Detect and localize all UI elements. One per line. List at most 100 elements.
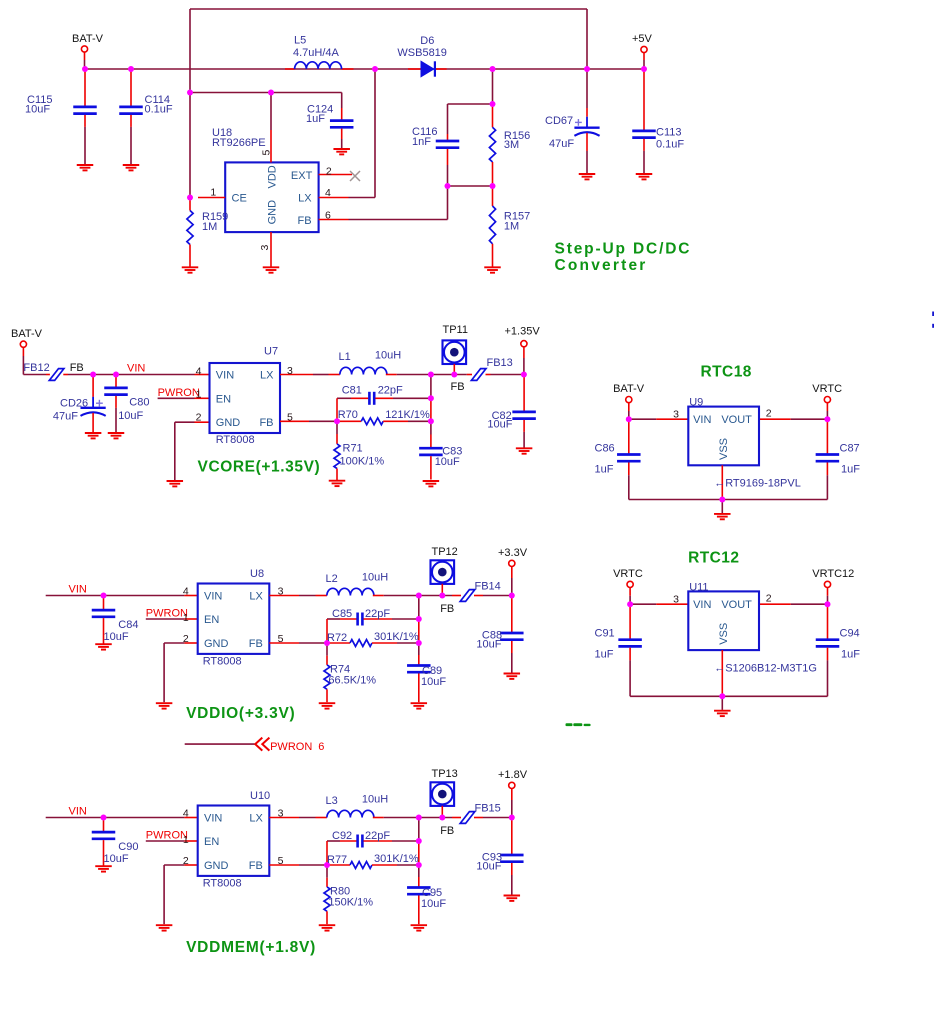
svg-text:C91: C91: [595, 627, 615, 639]
svg-text:1uF: 1uF: [841, 464, 860, 476]
svg-text:1uF: 1uF: [841, 648, 860, 660]
svg-text:FB13: FB13: [487, 357, 513, 369]
svg-text:C90: C90: [118, 841, 138, 853]
svg-text:+5V: +5V: [632, 33, 653, 45]
svg-text:FB: FB: [451, 381, 465, 393]
svg-text:U8: U8: [250, 568, 264, 580]
svg-text:C80: C80: [129, 397, 149, 409]
svg-text:10uF: 10uF: [487, 419, 512, 431]
svg-text:R72: R72: [327, 632, 347, 644]
svg-text:10uH: 10uH: [362, 572, 388, 584]
svg-text:VOUT: VOUT: [721, 414, 752, 426]
svg-text:GND: GND: [216, 417, 241, 429]
svg-text:100K/1%: 100K/1%: [340, 456, 385, 468]
svg-text:CD26: CD26: [60, 398, 88, 410]
svg-text:+1.8V: +1.8V: [498, 769, 528, 781]
svg-text:22pF: 22pF: [378, 385, 403, 397]
svg-text:2: 2: [183, 633, 189, 645]
svg-text:FB12: FB12: [23, 362, 49, 374]
svg-text:VRTC: VRTC: [812, 383, 842, 395]
svg-text:←RT9169-18PVL: ←RT9169-18PVL: [714, 478, 801, 490]
svg-text:1: 1: [210, 187, 216, 199]
svg-text:C95: C95: [422, 887, 442, 899]
svg-text:3: 3: [278, 807, 284, 819]
svg-text:1uF: 1uF: [306, 113, 325, 125]
svg-text:RT8008: RT8008: [216, 434, 255, 446]
svg-text:FB14: FB14: [475, 581, 501, 593]
svg-text:VCORE(+1.35V): VCORE(+1.35V): [198, 459, 321, 476]
svg-text:3: 3: [673, 409, 679, 421]
svg-text:TP11: TP11: [443, 324, 468, 336]
svg-text:←S1206B12-M3T1G: ←S1206B12-M3T1G: [714, 662, 817, 674]
svg-text:RT8008: RT8008: [203, 877, 242, 889]
svg-text:L5: L5: [294, 35, 306, 47]
svg-text:TP13: TP13: [432, 768, 458, 780]
svg-text:R156: R156: [504, 130, 530, 142]
svg-text:3: 3: [278, 585, 284, 597]
svg-text:VOUT: VOUT: [721, 599, 752, 611]
svg-text:FB: FB: [259, 417, 273, 429]
svg-text:6: 6: [318, 741, 324, 753]
svg-text:10uF: 10uF: [25, 103, 50, 115]
svg-text:5: 5: [287, 411, 293, 423]
svg-text:VIN: VIN: [127, 363, 145, 375]
svg-text:VIN: VIN: [204, 812, 222, 824]
svg-text:EN: EN: [204, 614, 219, 626]
svg-text:RTC12: RTC12: [688, 549, 739, 566]
svg-text:3: 3: [673, 593, 679, 605]
svg-text:1uF: 1uF: [595, 464, 614, 476]
svg-text:+1.35V: +1.35V: [505, 325, 541, 337]
svg-text:BAT-V: BAT-V: [72, 33, 104, 45]
svg-text:FB15: FB15: [475, 803, 501, 815]
svg-text:FB: FB: [70, 362, 84, 374]
svg-text:C89: C89: [422, 665, 442, 677]
svg-text:3M: 3M: [504, 139, 519, 151]
svg-text:GND: GND: [204, 638, 229, 650]
svg-text:121K/1%: 121K/1%: [385, 409, 430, 421]
svg-text:6: 6: [325, 210, 331, 222]
svg-text:Step-Up DC/DC: Step-Up DC/DC: [555, 240, 692, 257]
svg-text:C85: C85: [332, 608, 352, 620]
svg-text:R77: R77: [327, 854, 347, 866]
svg-text:VRTC: VRTC: [613, 568, 643, 580]
svg-text:GND: GND: [266, 200, 278, 225]
svg-text:R159: R159: [202, 211, 228, 223]
svg-text:1: 1: [196, 388, 202, 400]
svg-text:301K/1%: 301K/1%: [374, 853, 419, 865]
svg-text:VIN: VIN: [693, 414, 711, 426]
svg-text:EN: EN: [204, 836, 219, 848]
svg-text:47uF: 47uF: [53, 411, 78, 423]
svg-text:4: 4: [196, 366, 202, 378]
svg-text:1: 1: [183, 612, 189, 624]
svg-text:PWRON: PWRON: [146, 607, 188, 619]
svg-text:FB: FB: [440, 603, 454, 615]
svg-text:3: 3: [287, 365, 293, 377]
svg-text:EN: EN: [216, 393, 231, 405]
svg-text:FB: FB: [440, 825, 454, 837]
svg-text:1nF: 1nF: [412, 136, 431, 148]
svg-text:2: 2: [183, 855, 189, 867]
svg-text:R71: R71: [343, 443, 363, 455]
svg-text:0.1uF: 0.1uF: [145, 103, 173, 115]
svg-text:L2: L2: [326, 573, 338, 585]
svg-text:C84: C84: [118, 619, 138, 631]
svg-text:CE: CE: [232, 193, 247, 205]
svg-text:10uF: 10uF: [435, 456, 460, 468]
svg-text:10uH: 10uH: [362, 794, 388, 806]
svg-text:FB: FB: [298, 215, 312, 227]
svg-text:U18: U18: [212, 127, 232, 139]
svg-text:PWRON: PWRON: [158, 387, 200, 399]
svg-text:2: 2: [766, 592, 772, 604]
svg-text:LX: LX: [249, 812, 263, 824]
svg-text:1: 1: [183, 834, 189, 846]
svg-text:C113: C113: [656, 127, 681, 139]
svg-text:C81: C81: [342, 385, 362, 397]
svg-text:VDDIO(+3.3V): VDDIO(+3.3V): [186, 705, 295, 722]
svg-text:C115: C115: [27, 94, 52, 106]
svg-text:10uF: 10uF: [118, 410, 143, 422]
svg-text:1uF: 1uF: [595, 648, 614, 660]
svg-text:10uF: 10uF: [421, 898, 446, 910]
svg-text:RT9266PE: RT9266PE: [212, 137, 266, 149]
svg-text:L1: L1: [339, 351, 351, 363]
svg-text:C114: C114: [145, 94, 170, 106]
